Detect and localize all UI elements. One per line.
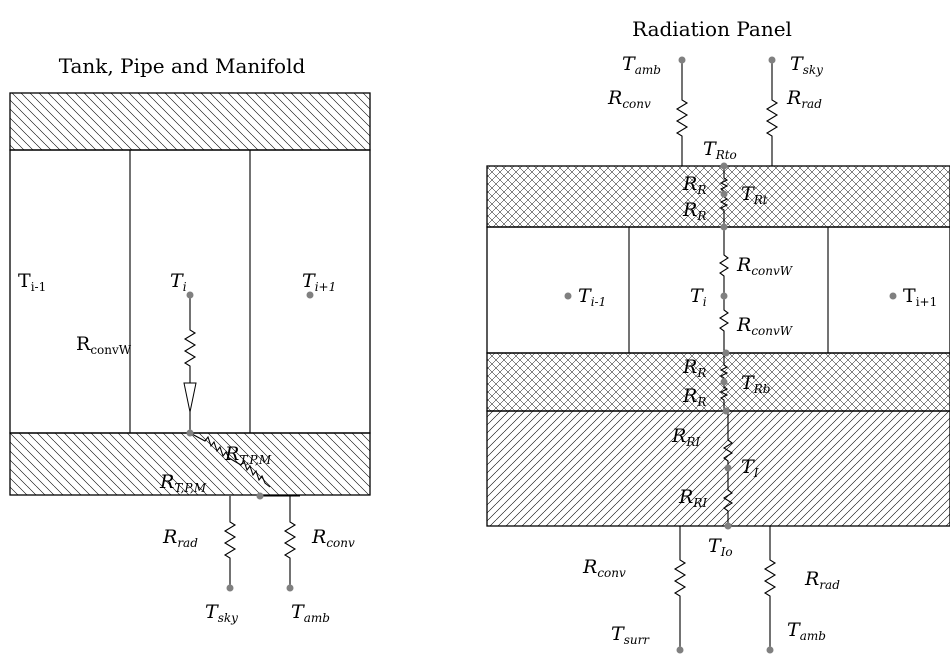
diode-arrow <box>183 382 197 413</box>
label-t-i: Ti <box>170 270 187 294</box>
r-ri-chain <box>722 411 734 526</box>
node-dot-t-amb <box>286 584 294 592</box>
label-r-tpm-upper: RT,P,M <box>224 443 272 467</box>
label-r-ri2: RRI <box>678 486 707 510</box>
label-r-conv-w2: RconvW <box>736 314 794 338</box>
label-t-rto: TRto <box>703 138 737 162</box>
label-t-amb-bottom: Tamb <box>787 619 826 643</box>
bottom-wall-hatch <box>10 433 370 495</box>
label-r-ri1: RRI <box>671 425 700 449</box>
r-conv-w-resistor <box>183 295 197 383</box>
label-t-next: Ti+1 <box>302 270 336 294</box>
label-t-prev: Ti-1 <box>18 270 46 294</box>
label-r-conv-top: Rconv <box>607 87 651 111</box>
node-dot-wall-inner <box>186 429 194 437</box>
node-dot-t-amb-bottom <box>766 646 774 654</box>
node-dot-t-sky <box>226 584 234 592</box>
label-t-surr: Tsurr <box>611 623 650 647</box>
label-r-r1: RR <box>682 173 706 197</box>
node-dot-wall-outer <box>256 492 264 500</box>
label-t-prev-right: Ti-1 <box>578 285 606 309</box>
node-dot-plate-bottom <box>722 407 730 415</box>
label-r-conv-w: RconvW <box>76 333 132 357</box>
r-conv-top-resistor <box>675 62 689 166</box>
r-conv-w-lower <box>718 296 730 353</box>
node-dot-t-i <box>720 292 728 300</box>
node-dot-t-rt <box>720 190 728 198</box>
node-dot-t-rto <box>720 162 728 170</box>
top-plate-hatch <box>487 166 950 227</box>
label-r-rad: Rrad <box>162 526 198 550</box>
node-dot-t-next <box>306 291 314 299</box>
left-panel: Tank, Pipe and Manifold Ti-1 Ti Ti+1 Rco… <box>9 54 371 625</box>
node-dot-t-prev <box>564 292 572 300</box>
label-t-rb: TRb <box>741 372 770 396</box>
node-dot-t-rb <box>720 378 728 386</box>
r-conv-w-upper <box>718 227 730 296</box>
node-dot-t-insulation <box>724 464 732 472</box>
fluid-channels <box>486 226 950 354</box>
label-r-conv-bottom: Rconv <box>582 556 626 580</box>
node-dot-t-i <box>186 291 194 299</box>
node-dot-t-next <box>889 292 897 300</box>
node-dot-t-surr <box>676 646 684 654</box>
label-t-amb: Tamb <box>291 601 330 625</box>
label-r-r3: RR <box>682 356 706 380</box>
r-rad-resistor <box>223 496 237 588</box>
label-r-r2: RR <box>682 199 706 223</box>
r-rad-bottom-resistor <box>763 526 777 648</box>
node-dot-bottom-inner <box>722 349 730 357</box>
label-r-rad-bottom: Rrad <box>804 568 840 592</box>
node-dot-t-sky-top <box>768 56 776 64</box>
label-r-r4: RR <box>682 385 706 409</box>
node-dot-t-amb-top <box>678 56 686 64</box>
label-t-amb-top: Tamb <box>622 53 661 77</box>
label-r-conv-w1: RconvW <box>736 254 794 278</box>
right-panel: Radiation Panel <box>486 17 950 654</box>
label-t-next-right: Ti+1 <box>903 285 937 309</box>
insulation-hatch <box>487 411 950 526</box>
label-t-insulation: TI <box>741 456 759 480</box>
label-t-sky-top: Tsky <box>790 53 823 77</box>
right-panel-title: Radiation Panel <box>632 17 792 41</box>
r-conv-bottom-resistor <box>673 526 687 648</box>
label-t-sky: Tsky <box>205 601 238 625</box>
r-conv-resistor <box>283 496 297 588</box>
node-dot-top-inner <box>720 223 728 231</box>
label-t-rt: TRt <box>741 183 768 207</box>
label-r-tpm-lower: RT,P,M <box>159 471 207 495</box>
label-r-rad-top: Rrad <box>786 87 822 111</box>
r-tpm-resistor <box>189 432 271 488</box>
top-wall-hatch <box>10 93 370 150</box>
label-r-conv: Rconv <box>311 526 355 550</box>
r-rad-top-resistor <box>765 62 779 166</box>
label-t-io: TIo <box>708 535 733 559</box>
node-dot-t-io <box>724 522 732 530</box>
label-t-i-right: Ti <box>690 285 707 309</box>
left-panel-title: Tank, Pipe and Manifold <box>59 54 306 78</box>
bottom-plate-hatch <box>487 353 950 411</box>
